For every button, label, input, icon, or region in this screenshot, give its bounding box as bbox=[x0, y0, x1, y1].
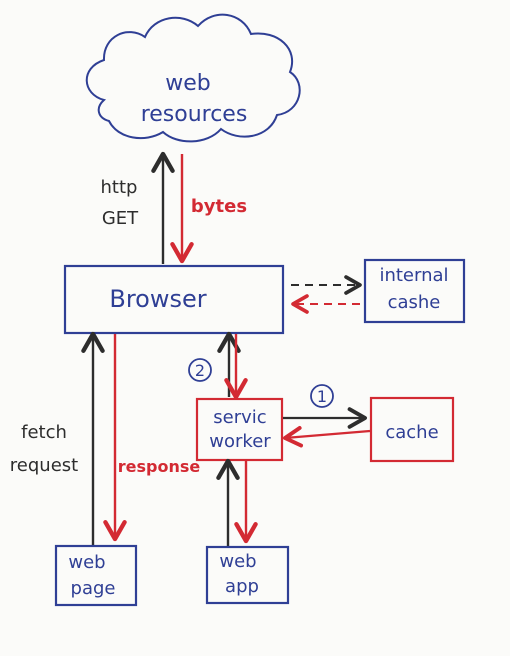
fetch-request-label-line-2: request bbox=[10, 455, 78, 476]
web-resources-cloud-shape bbox=[85, 13, 301, 143]
web-app-box bbox=[205, 545, 290, 605]
step-2-label: 2 bbox=[195, 361, 205, 380]
step-2-marker bbox=[188, 358, 212, 382]
web-app-line-1: web bbox=[219, 551, 256, 572]
web-page-line-2: page bbox=[71, 578, 116, 599]
web-resources-line-1: web bbox=[165, 71, 211, 96]
web-page-box bbox=[54, 544, 138, 607]
internal-cache-line-2: cashe bbox=[388, 292, 441, 313]
step-1-label: 1 bbox=[317, 387, 327, 406]
fetch-request-label-line-1: fetch bbox=[21, 422, 67, 443]
cache-label: cache bbox=[385, 422, 438, 443]
service-worker-line-1: servic bbox=[213, 407, 266, 428]
internal-cache-box bbox=[363, 258, 466, 324]
browser-label: Browser bbox=[109, 285, 206, 313]
step-1-marker bbox=[310, 384, 334, 408]
bytes-label: bytes bbox=[191, 196, 247, 217]
web-resources-line-2: resources bbox=[141, 102, 248, 127]
cache-box bbox=[369, 396, 455, 463]
http-get-label-line-2: GET bbox=[102, 208, 139, 229]
response-label: response bbox=[118, 457, 201, 476]
browser-box bbox=[63, 264, 285, 335]
web-page-line-1: web bbox=[68, 552, 105, 573]
service-worker-line-2: worker bbox=[209, 431, 271, 452]
internal-cache-line-1: internal bbox=[379, 265, 448, 286]
web-app-line-2: app bbox=[225, 576, 259, 597]
cache-to-service-worker-arrow bbox=[283, 425, 371, 448]
http-get-label-line-1: http bbox=[101, 177, 138, 198]
